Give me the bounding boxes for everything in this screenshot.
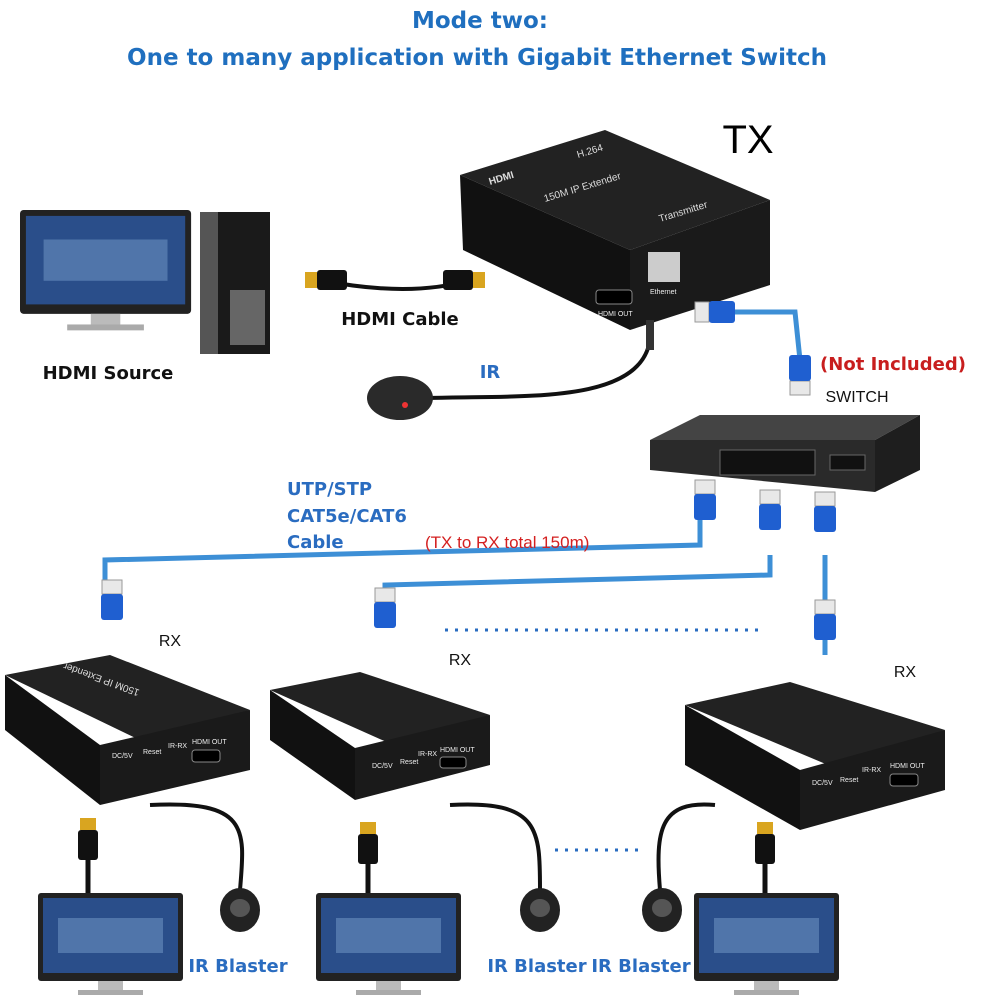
cable-type-line1: UTP/STP (287, 479, 372, 500)
rx-label: RX (894, 664, 917, 681)
ir-blaster-icon (642, 888, 682, 932)
pc-tower (200, 212, 270, 354)
ir-blaster-label: IR Blaster (487, 956, 586, 977)
receiver-device-3: DC/5V Reset IR-RX HDMI OUT (685, 682, 945, 830)
cable-type-line3: Cable (287, 532, 344, 553)
tx-hdmi-port (595, 289, 633, 305)
ir-label: IR (480, 362, 501, 383)
rx-port-label: HDMI OUT (440, 747, 475, 754)
tx-ethernet-port (648, 252, 680, 282)
hdmi-cable (305, 270, 485, 291)
source-monitor (20, 210, 192, 331)
rx2-cable (382, 555, 773, 600)
receiver-device-1: 150M IP Extender DC/5V Reset IR-RX HDMI … (5, 655, 250, 805)
receiver-device-2: DC/5V Reset IR-RX HDMI OUT (270, 672, 490, 800)
display-set-3 (642, 802, 839, 995)
display-set-1 (38, 802, 260, 995)
rx-port-label: Reset (840, 777, 858, 784)
ir-blaster-icon (220, 888, 260, 932)
tv-icon (38, 893, 183, 995)
hdmi-source-label: HDMI Source (43, 363, 174, 384)
rx-port-label: DC/5V (112, 753, 133, 760)
tx-label: TX (722, 118, 773, 162)
ir-cable (367, 320, 654, 420)
ethernet-switch (650, 415, 920, 492)
ir-blaster-icon (520, 888, 560, 932)
tx-port-label: Ethernet (650, 289, 677, 296)
rx-port-label: IR-RX (862, 767, 881, 774)
rx-label: RX (449, 652, 472, 669)
rx-port-label: Reset (143, 749, 161, 756)
rx1-cable (102, 520, 703, 590)
tv-icon (316, 893, 461, 995)
tv-icon (694, 893, 839, 995)
title-line2: One to many application with Gigabit Eth… (127, 45, 827, 71)
rx-port-label: IR-RX (168, 743, 187, 750)
rx-port-label: HDMI OUT (890, 763, 925, 770)
hdmi-cable-label: HDMI Cable (341, 309, 459, 330)
rx-port-label: IR-RX (418, 751, 437, 758)
rx-port-label: DC/5V (812, 780, 833, 787)
display-set-2 (316, 802, 560, 995)
transmitter-device: HDMI H.264 150M IP Extender Transmitter … (460, 130, 770, 330)
ir-blaster-label: IR Blaster (188, 956, 287, 977)
not-included-note: (Not Included) (820, 354, 966, 375)
switch-label: SWITCH (825, 389, 888, 406)
rx-port-label: HDMI OUT (192, 739, 227, 746)
rx-port-label: DC/5V (372, 763, 393, 770)
tx-port-label: HDMI OUT (598, 311, 633, 318)
ir-blaster-label: IR Blaster (591, 956, 690, 977)
cable-type-line2: CAT5e/CAT6 (287, 506, 407, 527)
title-line1: Mode two: (412, 8, 548, 34)
ir-receiver-icon (367, 376, 433, 420)
rx-label: RX (159, 633, 182, 650)
rx-port-label: Reset (400, 759, 418, 766)
distance-note: (TX to RX total 150m) (425, 533, 589, 552)
